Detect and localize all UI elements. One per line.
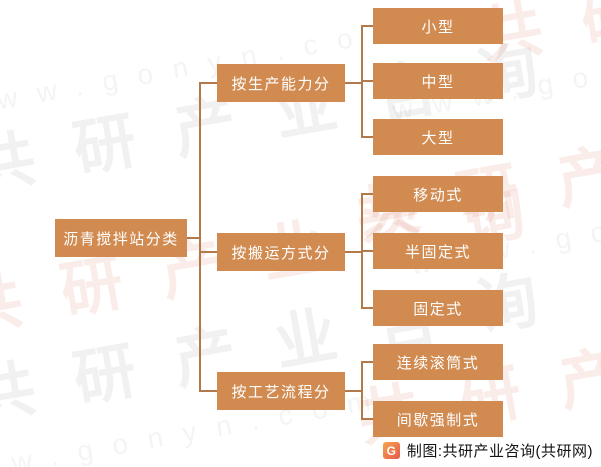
connector-trunk <box>199 82 201 392</box>
connector-branch-3-rail <box>361 361 363 420</box>
leaf-node-semi-fixed: 半固定式 <box>373 233 503 269</box>
connector-branch-3-out <box>345 390 362 392</box>
connector-branch-1 <box>199 82 217 84</box>
connector-root-trunk <box>187 237 200 239</box>
connector-branch-2 <box>199 251 217 253</box>
connector-leaf-2-2 <box>361 250 373 252</box>
leaf-node-mobile: 移动式 <box>373 176 503 212</box>
connector-leaf-1-3 <box>361 136 373 138</box>
connector-leaf-1-2 <box>361 80 373 82</box>
branch-node-process: 按工艺流程分 <box>217 372 345 410</box>
connector-branch-1-out <box>345 82 362 84</box>
connector-leaf-3-1 <box>361 361 373 363</box>
gonyn-logo-icon: G <box>382 442 400 459</box>
watermark-site: www.gonyn.com <box>0 11 418 123</box>
leaf-node-small: 小型 <box>373 8 503 44</box>
connector-leaf-2-3 <box>361 307 373 309</box>
connector-branch-2-out <box>345 251 362 253</box>
connector-branch-3 <box>199 390 217 392</box>
credit-text: 制图:共研产业咨询(共研网) <box>406 443 593 460</box>
leaf-node-large: 大型 <box>373 119 503 155</box>
connector-leaf-3-2 <box>361 418 373 420</box>
connector-leaf-1-1 <box>361 25 373 27</box>
leaf-node-medium: 中型 <box>373 63 503 99</box>
leaf-node-continuous-drum: 连续滚筒式 <box>373 344 503 380</box>
leaf-node-intermittent-forced: 间歇强制式 <box>373 401 503 437</box>
branch-node-transport: 按搬运方式分 <box>217 233 345 271</box>
footer-credit: G 制图:共研产业咨询(共研网) <box>382 440 593 461</box>
leaf-node-fixed: 固定式 <box>373 290 503 326</box>
root-node: 沥青搅拌站分类 <box>55 219 187 257</box>
connector-leaf-2-1 <box>361 193 373 195</box>
branch-node-capacity: 按生产能力分 <box>217 64 345 102</box>
